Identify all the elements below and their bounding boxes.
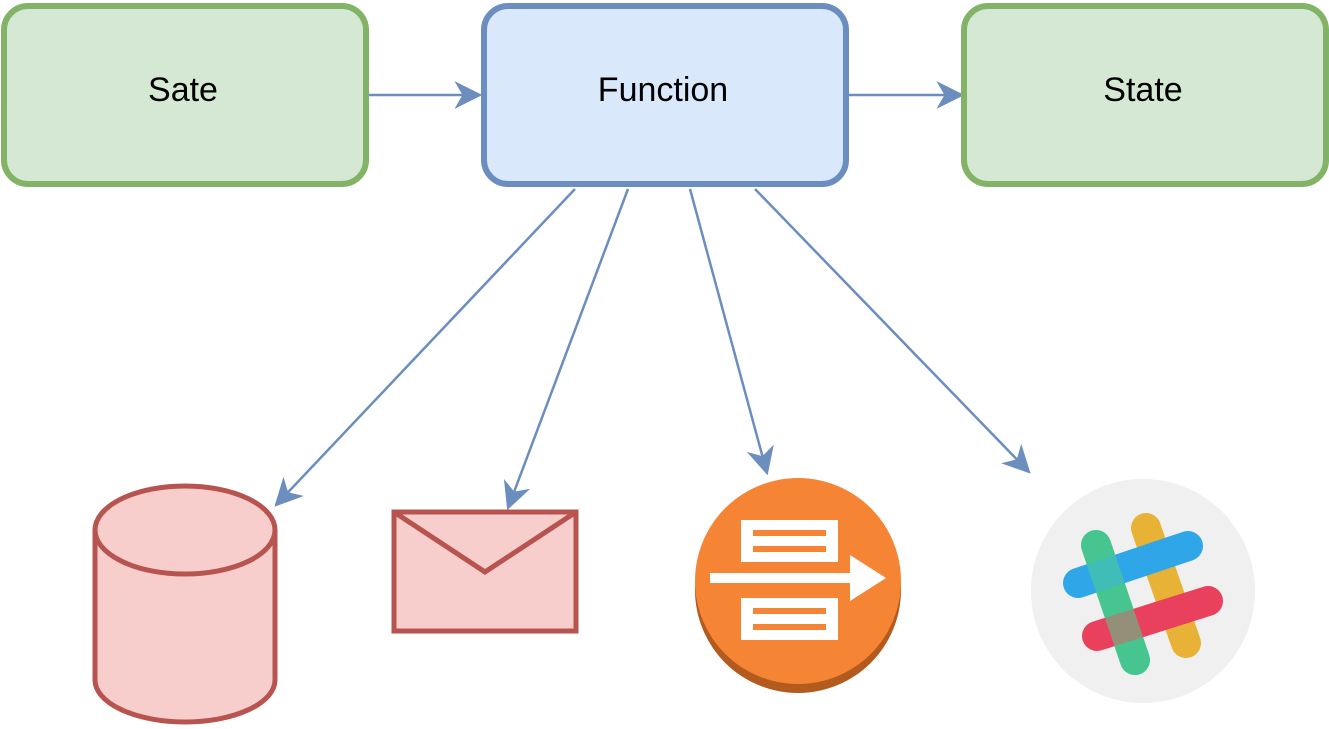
node-function[interactable]: Function [481, 3, 849, 187]
queue-service-icon[interactable] [695, 478, 901, 693]
database-icon[interactable] [92, 483, 278, 725]
edges [274, 81, 1031, 511]
email-icon[interactable] [391, 509, 579, 634]
node-output-state[interactable]: State [961, 3, 1329, 187]
edge-function-to-database [274, 188, 576, 507]
edge-function-to-slack [754, 188, 1031, 474]
node-output-state-label: State [1103, 71, 1182, 109]
edge-function-to-email [503, 188, 630, 511]
node-input-state[interactable]: Sate [1, 3, 369, 187]
node-function-label: Function [598, 71, 728, 109]
edge-function-to-queue [688, 188, 774, 476]
node-input-state-label: Sate [148, 71, 218, 109]
slack-icon[interactable] [1031, 479, 1255, 703]
